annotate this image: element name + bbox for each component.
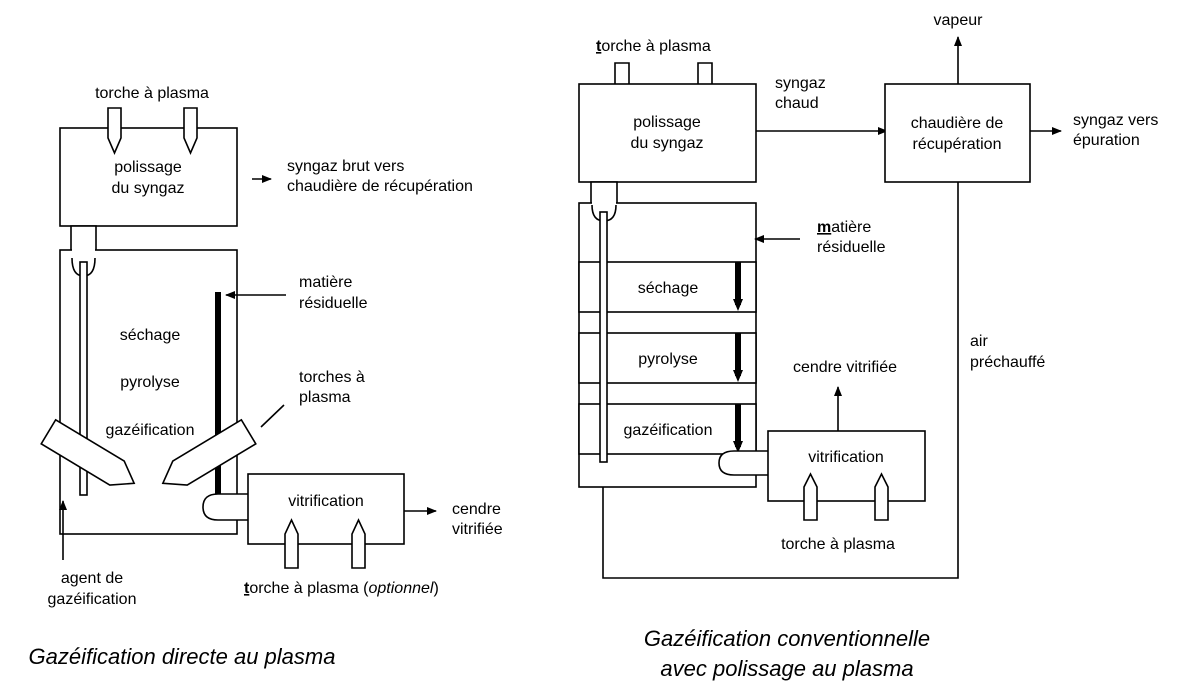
right-residual-initial: m — [817, 219, 831, 236]
left-diagram: polissage du syngaz torche à plasma syng… — [29, 85, 503, 669]
right-diagram: torche à plasma polissage du syngaz syng… — [578, 12, 1158, 681]
right-boiler-label-2: récupération — [913, 136, 1002, 153]
left-residual-label-2: résiduelle — [299, 295, 368, 312]
left-reactor-box — [59, 249, 238, 535]
right-stage-gasification: gazéification — [624, 422, 713, 439]
left-side-torch-left — [40, 418, 136, 486]
right-boiler-label-1: chaudière de — [911, 115, 1004, 132]
right-duct-mask — [592, 199, 616, 207]
left-vitrification-box — [247, 473, 405, 545]
right-ash-label: cendre vitrifiée — [793, 359, 897, 376]
left-ash-label-1: cendre — [452, 501, 501, 518]
left-stage-pyrolysis: pyrolyse — [120, 374, 180, 391]
left-bottom-torch-2 — [351, 518, 366, 569]
left-torch-bottom-optional: optionnel — [369, 580, 434, 597]
right-torch-top-label: torche à plasma — [596, 38, 711, 55]
left-syngas-out-label-2: chaudière de récupération — [287, 178, 473, 195]
left-stage-gasification: gazéification — [106, 422, 195, 439]
right-steam-label: vapeur — [934, 12, 984, 29]
left-torches-label-2: plasma — [299, 389, 351, 406]
right-caption-1: Gazéification conventionnelle — [644, 626, 930, 651]
right-polishing-box — [578, 83, 757, 183]
right-stage-gasification-box — [578, 403, 757, 455]
right-torch-top-rest: orche à plasma — [601, 38, 710, 55]
left-agent-label-1: agent de — [61, 570, 123, 587]
left-top-torch-1 — [107, 107, 122, 156]
left-duct-mask — [72, 246, 95, 254]
left-stage-drying: séchage — [120, 327, 181, 344]
right-syngas-out-label-2: épuration — [1073, 132, 1140, 149]
right-air-loop — [599, 182, 959, 579]
right-air-label-1: air — [970, 333, 988, 350]
left-syngas-out-label-1: syngaz brut vers — [287, 158, 404, 175]
left-torches-pointer — [260, 404, 285, 428]
left-top-torch-2 — [183, 107, 198, 156]
right-inner-tube — [599, 211, 608, 463]
right-syngas-out-label-1: syngaz vers — [1073, 112, 1158, 129]
left-torch-bottom-label: torche à plasma (optionnel) — [244, 580, 439, 597]
left-agent-label-2: gazéification — [48, 591, 137, 608]
left-vitrification-label: vitrification — [288, 493, 364, 510]
left-ash-label-2: vitrifiée — [452, 521, 503, 538]
right-polishing-label-2: du syngaz — [631, 135, 704, 152]
left-torch-bottom-rest: orche à plasma ( — [249, 580, 369, 597]
right-hot-syngas-label-1: syngaz — [775, 75, 826, 92]
left-bottom-torch-1 — [284, 518, 299, 569]
left-side-torch-right — [161, 418, 257, 486]
left-torches-label-1: torches à — [299, 369, 365, 386]
left-polishing-box — [59, 127, 238, 227]
right-bottom-torch-2 — [874, 472, 889, 521]
right-boiler-box — [884, 83, 1031, 183]
left-agent-tube — [79, 261, 88, 496]
left-torch-bottom-close: ) — [433, 580, 438, 597]
right-stage-drying: séchage — [638, 280, 699, 297]
right-residual-label-1: matière — [817, 219, 871, 236]
right-stage-pyrolysis: pyrolyse — [638, 351, 698, 368]
right-vitrification-box — [767, 430, 926, 502]
right-bottom-torch-1 — [803, 472, 818, 521]
right-air-label-2: préchauffé — [970, 354, 1045, 371]
right-stage-drying-box — [578, 261, 757, 313]
left-caption: Gazéification directe au plasma — [29, 644, 336, 669]
right-hot-syngas-label-2: chaud — [775, 95, 819, 112]
left-torch-top-label: torche à plasma — [95, 85, 209, 102]
right-stage-pyrolysis-box — [578, 332, 757, 384]
left-torch-bottom-initial: t — [244, 580, 250, 597]
left-polishing-label-2: du syngaz — [112, 180, 185, 197]
right-torch-bottom-label: torche à plasma — [781, 536, 895, 553]
left-vitrification-duct — [202, 493, 249, 521]
right-residual-label-2: résiduelle — [817, 239, 886, 256]
right-polishing-label-1: polissage — [633, 114, 701, 131]
right-residual-rest: atière — [831, 219, 871, 236]
left-residual-label-1: matière — [299, 274, 352, 291]
left-polishing-label-1: polissage — [114, 159, 182, 176]
right-torch-top-initial: t — [596, 38, 602, 55]
right-vitrification-label: vitrification — [808, 449, 884, 466]
right-caption-2: avec polissage au plasma — [660, 656, 913, 681]
right-vitrification-duct — [718, 450, 769, 476]
